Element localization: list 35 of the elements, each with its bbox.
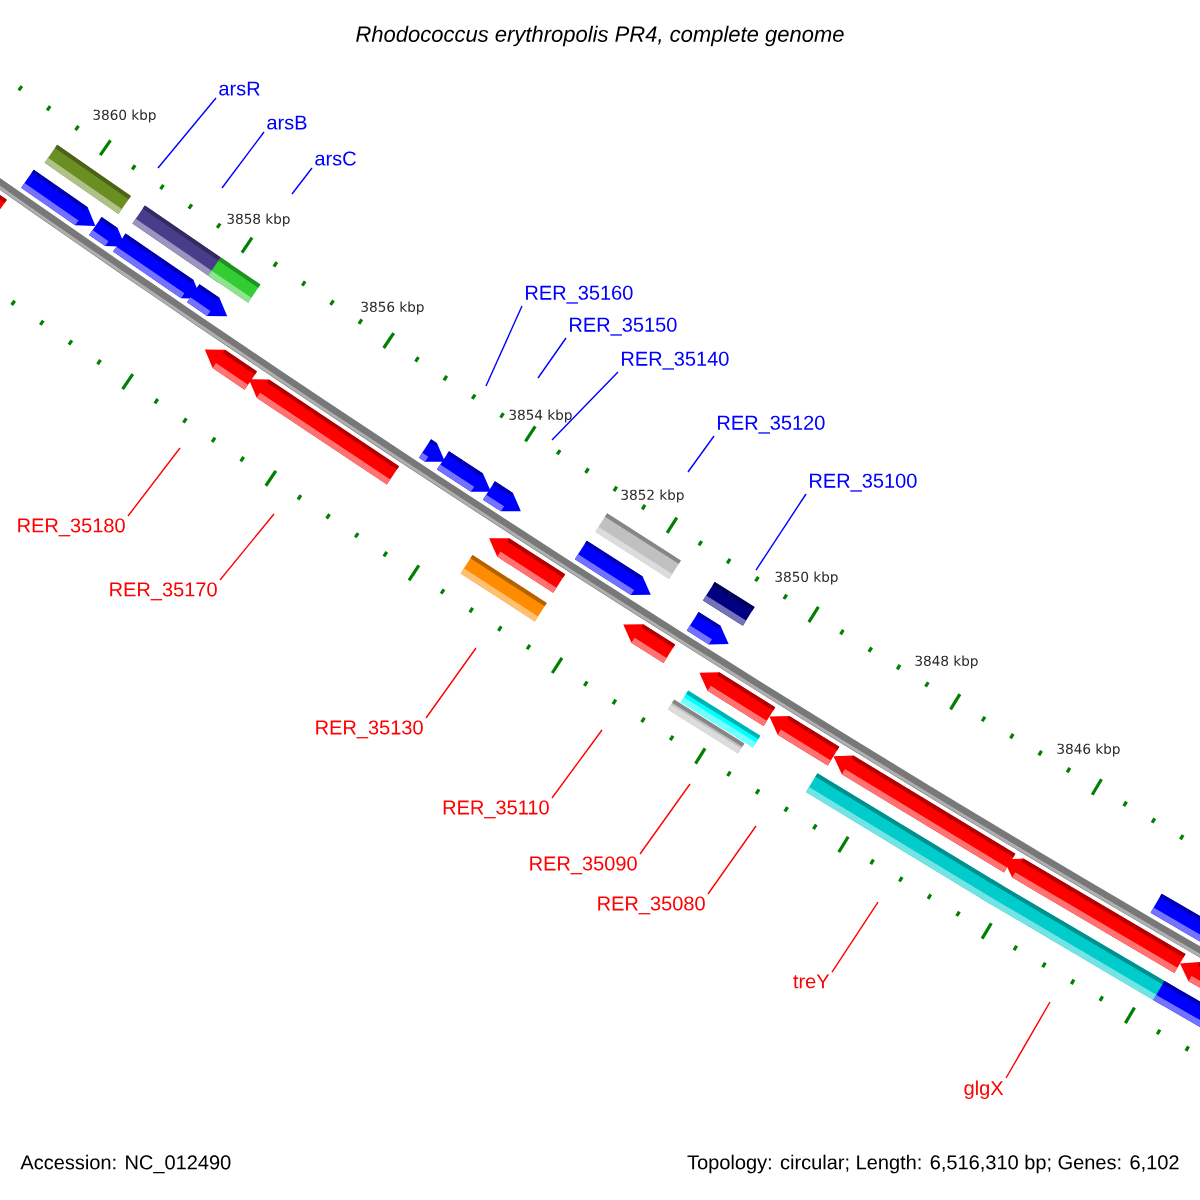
leader-line bbox=[537, 337, 567, 379]
title: Rhodococcus erythropolis PR4, complete genome bbox=[356, 25, 844, 47]
gene-label: RER_35090 bbox=[530, 856, 637, 875]
accession-text: Accession: NC_012490 bbox=[20, 1154, 231, 1174]
genome-stats-text: Topology: circular; Length: 6,516,310 bp; Genes: 6,102 bbox=[687, 1154, 1179, 1174]
gene-label: treY bbox=[793, 974, 830, 989]
gene-label: RER_35140 bbox=[622, 351, 729, 370]
gene-label: arsB bbox=[267, 115, 307, 130]
leader-line bbox=[687, 435, 715, 473]
gene-label: RER_35130 bbox=[316, 720, 423, 739]
leader-line bbox=[221, 131, 265, 189]
leader-line bbox=[291, 167, 313, 195]
gene-label: arsR bbox=[219, 81, 260, 96]
gene-label: RER_35110 bbox=[443, 800, 549, 819]
leader-line bbox=[551, 371, 619, 441]
leader-line bbox=[425, 647, 477, 719]
leader-line bbox=[485, 305, 523, 387]
gene-label: glgX bbox=[964, 1080, 1004, 1100]
leader-line bbox=[707, 825, 757, 895]
gene-label: RER_35120 bbox=[718, 415, 825, 434]
gene-label: arsC bbox=[315, 151, 356, 166]
gene-label: RER_35150 bbox=[570, 317, 677, 336]
gene-label: RER_35100 bbox=[810, 473, 917, 492]
leader-line bbox=[831, 901, 879, 973]
leader-line bbox=[157, 97, 217, 169]
leader-line bbox=[639, 783, 691, 855]
leader-line bbox=[755, 493, 807, 571]
gene-label: RER_35080 bbox=[598, 896, 705, 915]
leader-line bbox=[551, 729, 603, 799]
leader-line bbox=[1005, 1001, 1051, 1079]
leader-line bbox=[219, 513, 275, 581]
gene-label: RER_35160 bbox=[526, 285, 633, 304]
leader-line bbox=[127, 447, 181, 517]
gene-label: RER_35170 bbox=[110, 582, 217, 601]
gene-label: RER_35180 bbox=[18, 518, 125, 537]
